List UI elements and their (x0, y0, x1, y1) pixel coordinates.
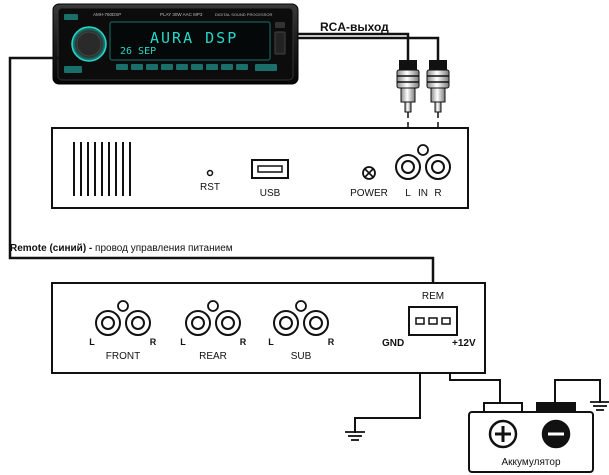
gnd-label: GND (382, 338, 404, 349)
remote-label-rest: провод управления питанием (92, 243, 232, 254)
rca-input-jacks (395, 144, 451, 180)
input-r-label: R (434, 188, 441, 199)
model-text: AMH-760DSP (93, 12, 121, 17)
rear-panel: RST USB POWER L IN R (51, 127, 469, 209)
volume-knob-icon (71, 26, 107, 62)
input-l-label: L (405, 188, 411, 199)
rem-label: REM (422, 291, 444, 302)
usb-label: USB (260, 188, 281, 199)
rear-rca-jacks (185, 300, 241, 336)
preset-buttons (116, 64, 248, 70)
hu-button (255, 64, 277, 71)
display-main-text: AURA DSP (150, 29, 238, 47)
display-date-text: 26 SEP (120, 46, 156, 57)
rear-l-label: L (180, 337, 186, 347)
speaker-grille-icon (73, 142, 131, 196)
head-unit: AURA DSP 26 SEP AMH-760DSP PLAY 30W AAC … (52, 3, 299, 85)
wires (8, 32, 601, 433)
remote-wire-label: Remote (синий) - провод управления питан… (10, 243, 233, 254)
power-terminal-block (408, 306, 458, 336)
rca-plug-icon (426, 60, 450, 113)
sub-l-label: L (268, 337, 274, 347)
battery: Аккумулятор (468, 402, 594, 473)
front-l-label: L (89, 337, 95, 347)
power-label: POWER (350, 188, 388, 199)
display-panel (109, 21, 271, 61)
hu-button (275, 22, 285, 28)
plus12v-label: +12V (452, 338, 476, 349)
rca-output-label: RCA-выход (320, 20, 389, 34)
front-r-label: R (150, 337, 157, 347)
front-label: FRONT (106, 351, 140, 362)
hu-button (64, 14, 78, 20)
remote-label-bold: Remote (синий) - (10, 243, 92, 254)
ground-icon (345, 431, 365, 441)
rca-plug-icon (396, 60, 420, 113)
amplifier: L R FRONT L R REAR L R SUB REM (51, 282, 486, 374)
hu-button (64, 66, 82, 73)
minus-icon (541, 419, 571, 449)
sub-r-label: R (328, 337, 335, 347)
hu-button (274, 31, 286, 55)
usb-port-icon (251, 159, 289, 179)
rear-r-label: R (240, 337, 247, 347)
power-symbol-icon (362, 166, 376, 180)
input-in-label: IN (418, 188, 428, 199)
processor-text: DIGITAL SOUND PROCESSOR (215, 12, 272, 17)
rear-label: REAR (199, 351, 227, 362)
battery-label: Аккумулятор (501, 457, 560, 468)
plus-icon (488, 419, 518, 449)
faceplate-text: PLAY 30W AAC MP3 (160, 12, 203, 17)
rst-label: RST (200, 182, 220, 193)
reset-hole (206, 169, 214, 177)
ground-icon (590, 401, 609, 411)
front-rca-jacks (95, 300, 151, 336)
sub-rca-jacks (273, 300, 329, 336)
sub-label: SUB (291, 351, 312, 362)
